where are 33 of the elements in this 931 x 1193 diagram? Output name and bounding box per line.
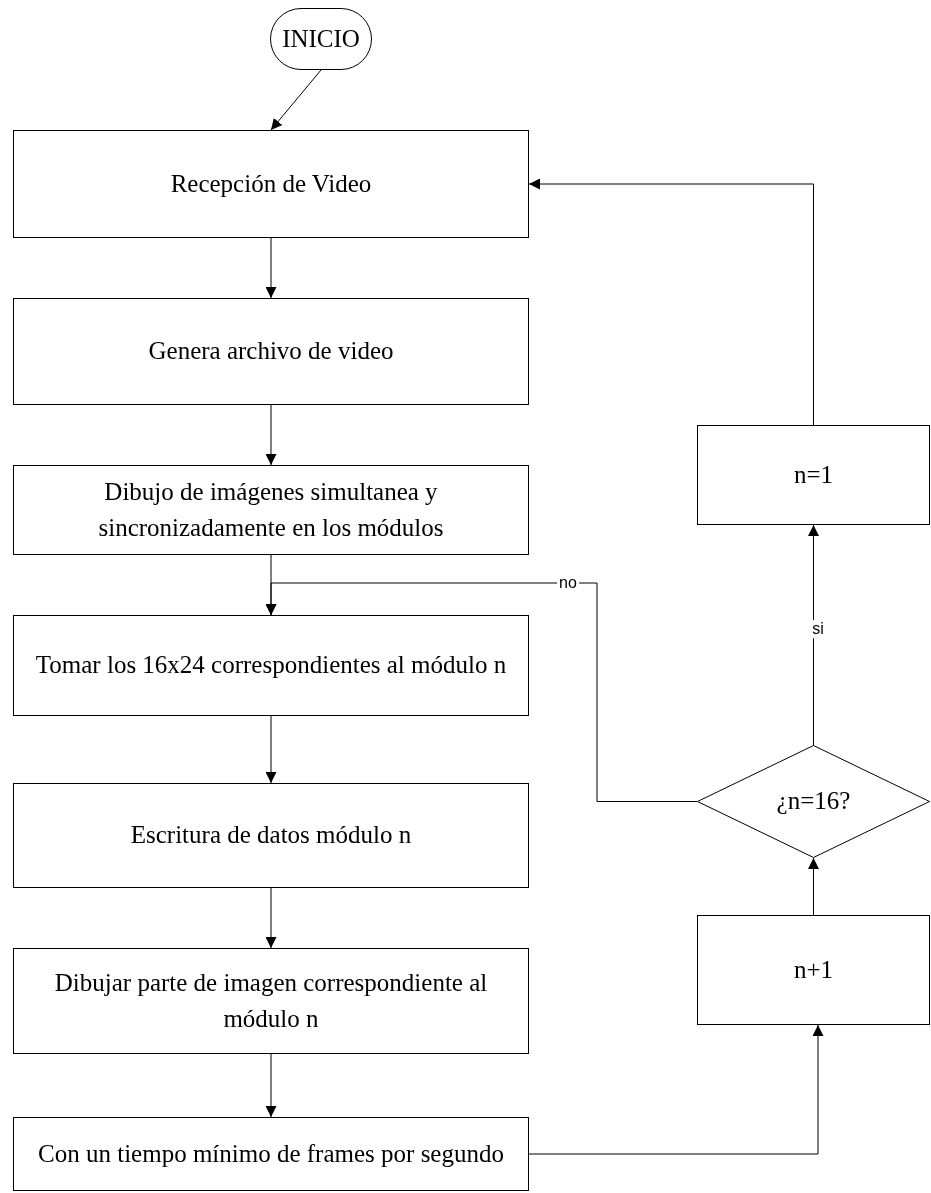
arrow bbox=[265, 404, 277, 466]
process-box bbox=[13, 615, 529, 716]
arrow bbox=[265, 887, 277, 949]
process-box bbox=[697, 425, 930, 525]
arrow bbox=[270, 69, 322, 131]
node-text: ¿n=16? bbox=[776, 786, 851, 817]
process-box bbox=[13, 465, 529, 555]
node-text: n+1 bbox=[793, 954, 834, 985]
arrow bbox=[265, 1053, 277, 1118]
arrow bbox=[528, 178, 814, 426]
node-text: Escritura de datos módulo n bbox=[130, 820, 412, 851]
arrow bbox=[265, 715, 277, 784]
process-box bbox=[13, 130, 529, 238]
node-text: Tomar los 16x24 correspondientes al módulo n bbox=[35, 650, 507, 681]
node-text: Con un tiempo mínimo de frames por segundo bbox=[38, 1138, 504, 1169]
process-box bbox=[697, 915, 930, 1025]
arrow bbox=[808, 857, 819, 916]
arrow bbox=[265, 582, 698, 802]
process-box bbox=[13, 948, 529, 1054]
node-text: n=1 bbox=[793, 459, 834, 490]
arrow bbox=[265, 237, 277, 299]
process-box bbox=[13, 783, 529, 888]
process-box bbox=[13, 298, 529, 405]
arrow bbox=[808, 524, 819, 746]
node-text: Genera archivo de video bbox=[148, 336, 394, 367]
decision-diamond bbox=[697, 745, 930, 858]
node-text: INICIO bbox=[282, 23, 360, 54]
node-text: Dibujo de imágenes simultanea y sincronizadamente en los módulos bbox=[97, 476, 445, 543]
node-text: Dibujar parte de imagen correspondiente al módulo n bbox=[53, 967, 489, 1034]
edge-label: si bbox=[810, 620, 826, 638]
node-text: Recepción de Video bbox=[170, 168, 372, 199]
arrow bbox=[528, 1024, 824, 1155]
process-box bbox=[13, 1117, 529, 1191]
